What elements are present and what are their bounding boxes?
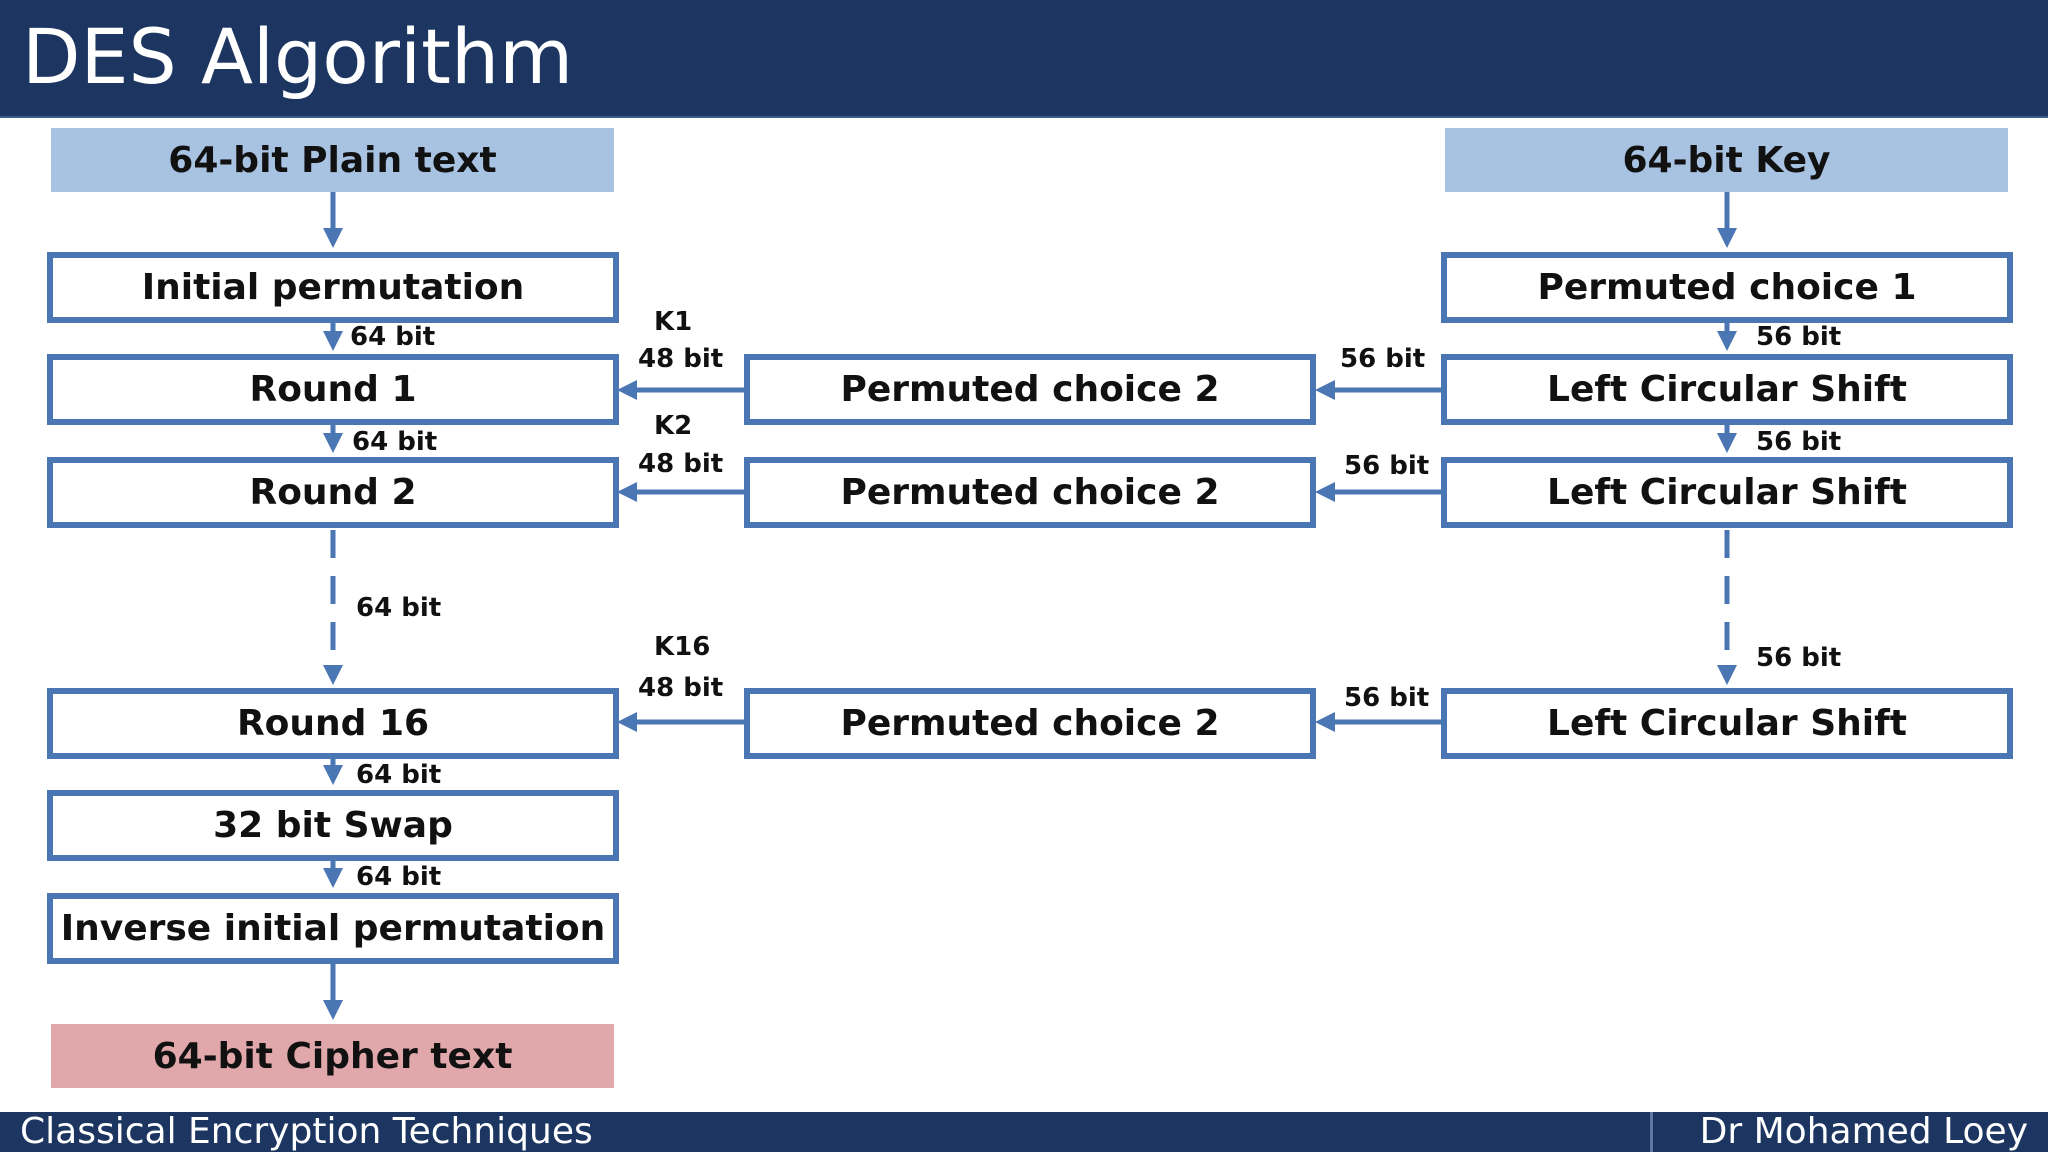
- link-label-round2-round16: 64 bit: [356, 593, 442, 623]
- link-label-pc1-shift1: 56 bit: [1756, 322, 1842, 352]
- subkey-k16-label: K16: [654, 632, 711, 662]
- left-circular-shift-label-1: Left Circular Shift: [1547, 369, 1907, 410]
- footer-bar: Classical Encryption Techniques Dr Moham…: [0, 1112, 2048, 1152]
- footer-course-title: Classical Encryption Techniques: [20, 1111, 593, 1152]
- left-circular-shift-box-1: Left Circular Shift: [1441, 354, 2013, 425]
- link-label-ip-round1: 64 bit: [350, 322, 436, 352]
- footer-divider: [1650, 1112, 1653, 1152]
- link-label-shift2-shift16: 56 bit: [1756, 643, 1842, 673]
- subkey-k2-label: K2: [654, 411, 693, 441]
- round-1-box: Round 1: [47, 354, 619, 425]
- subkey-k2-bits-label: 48 bit: [638, 449, 724, 479]
- ciphertext-output-label: 64-bit Cipher text: [152, 1035, 513, 1077]
- subkey-k16-bits-label: 48 bit: [638, 673, 724, 703]
- permuted-choice-2-label-1: Permuted choice 2: [840, 369, 1220, 410]
- permuted-choice-1-box: Permuted choice 1: [1441, 252, 2013, 323]
- round-1-label: Round 1: [249, 369, 417, 410]
- swap-label: 32 bit Swap: [213, 805, 453, 846]
- initial-permutation-box: Initial permutation: [47, 252, 619, 323]
- link-label-shift1-shift2: 56 bit: [1756, 427, 1842, 457]
- link-label-shift16-pc2: 56 bit: [1344, 683, 1430, 713]
- ciphertext-output-box: 64-bit Cipher text: [51, 1024, 614, 1088]
- link-label-swap-iip: 64 bit: [356, 862, 442, 892]
- inverse-permutation-label: Inverse initial permutation: [60, 908, 606, 949]
- round-16-box: Round 16: [47, 688, 619, 759]
- link-label-shift1-pc2: 56 bit: [1340, 344, 1426, 374]
- key-input-label: 64-bit Key: [1622, 139, 1831, 181]
- inverse-permutation-box: Inverse initial permutation: [47, 893, 619, 964]
- key-input-box: 64-bit Key: [1445, 128, 2008, 192]
- title-bar: DES Algorithm: [0, 0, 2048, 118]
- subkey-k1-label: K1: [654, 307, 693, 337]
- link-label-shift2-pc2: 56 bit: [1344, 451, 1430, 481]
- round-2-label: Round 2: [249, 472, 417, 513]
- permuted-choice-2-box-1: Permuted choice 2: [744, 354, 1316, 425]
- link-label-round1-round2: 64 bit: [352, 427, 438, 457]
- permuted-choice-2-box-16: Permuted choice 2: [744, 688, 1316, 759]
- subkey-k1-bits-label: 48 bit: [638, 344, 724, 374]
- initial-permutation-label: Initial permutation: [141, 267, 525, 308]
- left-circular-shift-box-2: Left Circular Shift: [1441, 457, 2013, 528]
- round-2-box: Round 2: [47, 457, 619, 528]
- link-label-round16-swap: 64 bit: [356, 760, 442, 790]
- permuted-choice-2-box-2: Permuted choice 2: [744, 457, 1316, 528]
- left-circular-shift-label-16: Left Circular Shift: [1547, 703, 1907, 744]
- permuted-choice-1-label: Permuted choice 1: [1537, 267, 1917, 308]
- permuted-choice-2-label-2: Permuted choice 2: [840, 472, 1220, 513]
- plaintext-input-label: 64-bit Plain text: [168, 139, 497, 181]
- left-circular-shift-label-2: Left Circular Shift: [1547, 472, 1907, 513]
- page-title: DES Algorithm: [22, 12, 574, 101]
- left-circular-shift-box-16: Left Circular Shift: [1441, 688, 2013, 759]
- round-16-label: Round 16: [236, 703, 430, 744]
- permuted-choice-2-label-16: Permuted choice 2: [840, 703, 1220, 744]
- plaintext-input-box: 64-bit Plain text: [51, 128, 614, 192]
- swap-box: 32 bit Swap: [47, 790, 619, 861]
- footer-author: Dr Mohamed Loey: [1699, 1111, 2028, 1152]
